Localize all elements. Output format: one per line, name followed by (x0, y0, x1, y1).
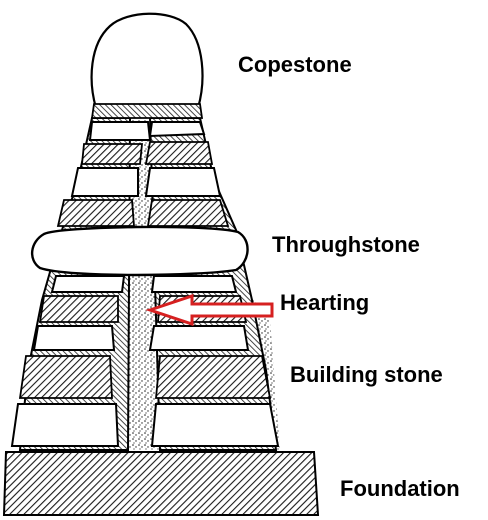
building-stone (146, 168, 220, 196)
building-stone (146, 142, 212, 164)
building-stone (72, 168, 138, 196)
building-stone (12, 404, 118, 446)
building-stone (148, 200, 228, 226)
foundation-label: Foundation (340, 478, 460, 500)
building-stone (152, 276, 236, 292)
foundation-stones (4, 452, 318, 515)
building-stone (20, 356, 112, 398)
building-stone (58, 200, 134, 226)
copestone-base (92, 104, 202, 118)
throughstone-label: Throughstone (272, 234, 420, 256)
building-stone (34, 326, 114, 350)
building-stone (52, 276, 124, 292)
building-stone (156, 356, 270, 398)
building-stone (150, 122, 204, 136)
building-stone (150, 326, 248, 350)
building-stone (152, 404, 278, 446)
copestone-label: Copestone (238, 54, 352, 76)
building-stone-label: Building stone (290, 364, 443, 386)
hearting-label: Hearting (280, 292, 369, 314)
throughstone-stone (32, 227, 247, 275)
building-stone (90, 122, 150, 140)
building-stone (82, 144, 142, 164)
copestone-stone (92, 14, 203, 108)
building-stone (40, 296, 118, 322)
